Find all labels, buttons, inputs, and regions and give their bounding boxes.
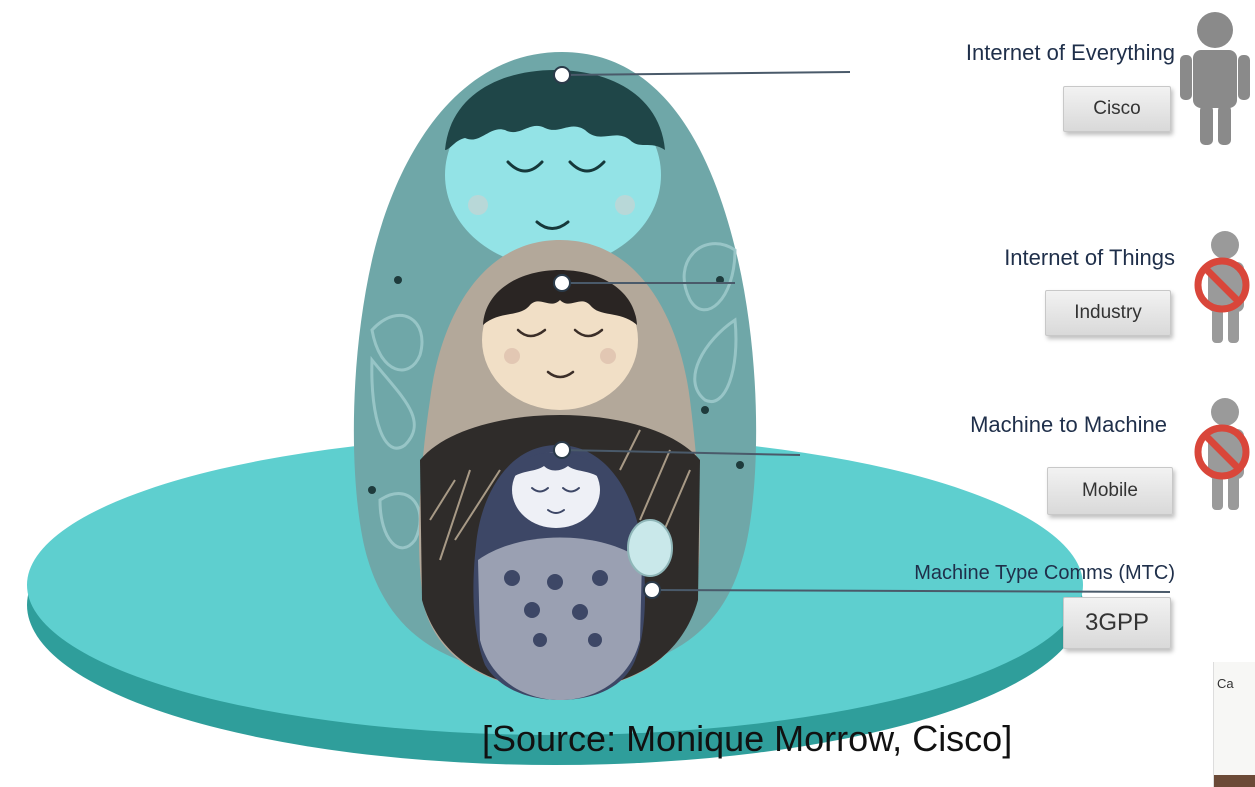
marker-dot-ioe — [553, 66, 571, 84]
person-blocked-icon — [1194, 231, 1250, 343]
middle-doll-eyes — [516, 328, 604, 338]
dandelion-pattern — [429, 429, 691, 561]
layer-label-machine-type-comms: Machine Type Comms (MTC) — [914, 562, 1175, 584]
source-caption: [Source: Monique Morrow, Cisco] — [482, 718, 1013, 759]
marker-dot-mtc — [643, 581, 661, 599]
inner-doll-eyes — [531, 487, 580, 493]
layer-badge-mobile: Mobile — [1047, 467, 1173, 515]
layer-badge-cisco: Cisco — [1063, 86, 1171, 132]
outer-doll-mouth — [535, 220, 570, 230]
layer-badge-3gpp: 3GPP — [1063, 597, 1171, 649]
leader-line-mtc — [651, 589, 1171, 593]
leader-lines — [561, 71, 1171, 593]
layer-label-internet-of-things: Internet of Things — [1004, 245, 1175, 270]
middle-doll-cheek — [600, 348, 616, 364]
person-blocked-icon — [1194, 398, 1250, 510]
outer-doll-eyes — [506, 160, 606, 173]
inner-doll-flowers — [504, 570, 608, 647]
layer-label-internet-of-everything: Internet of Everything — [965, 40, 1175, 65]
person-icon — [1180, 12, 1250, 145]
cropped-panel-text: Ca — [1217, 676, 1234, 691]
outer-doll-cheek — [615, 195, 635, 215]
cropped-panel-bar — [1214, 775, 1255, 787]
inner-doll-dress — [478, 537, 642, 700]
butterfly-pattern-right — [682, 242, 738, 403]
leader-line-m2m — [561, 449, 801, 456]
marker-dot-iot — [553, 274, 571, 292]
marker-dot-m2m — [553, 441, 571, 459]
layer-label-machine-to-machine: Machine to Machine — [970, 412, 1167, 437]
butterfly-pattern-left — [370, 313, 424, 550]
leader-line-ioe — [561, 71, 851, 76]
middle-doll-cheek — [504, 348, 520, 364]
inner-doll-face — [512, 452, 600, 528]
middle-doll-mouth — [546, 370, 575, 379]
outer-doll-hair — [445, 70, 665, 150]
inner-doll-hair — [512, 452, 600, 478]
outer-doll-cheek — [468, 195, 488, 215]
layer-badge-industry: Industry — [1045, 290, 1171, 336]
baby-doll — [627, 519, 673, 577]
cropped-panel: Ca — [1213, 662, 1255, 787]
inner-doll-mouth — [547, 509, 565, 514]
